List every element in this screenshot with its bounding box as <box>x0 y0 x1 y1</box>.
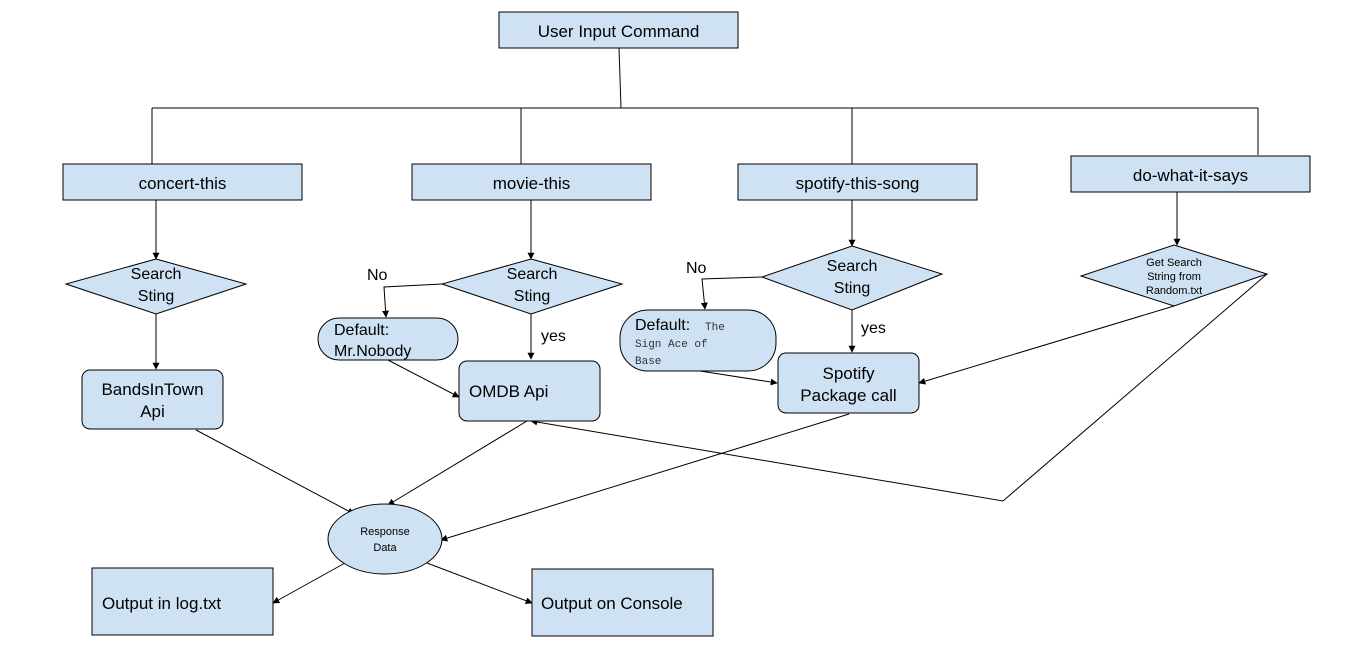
spotify-call-node: Spotify Package call <box>777 352 920 414</box>
default-spotify-node: Default: The Sign Ace of Base <box>619 309 777 372</box>
default-movie-node: Default: Mr.Nobody <box>317 317 459 361</box>
default-spotify-box <box>619 309 777 372</box>
spotify-call-label-2: Package call <box>800 386 896 405</box>
response-data-node: Response Data <box>327 503 443 575</box>
connector-user-input-down <box>618 47 622 109</box>
concert-this-box <box>62 163 303 201</box>
arrow-movie-no-default <box>382 283 443 318</box>
movie-this-label: movie-this <box>493 174 570 193</box>
arrow-default-to-omdb <box>387 359 460 398</box>
concert-this-label: concert-this <box>139 174 227 193</box>
get-search-string-label-3: Random.txt <box>1146 285 1202 297</box>
search-spotify-label-2: Sting <box>834 280 870 297</box>
arrow-default-to-spotify-call <box>699 370 778 386</box>
bandsintown-label-1: BandsInTown <box>101 380 203 399</box>
search-spotify-decision: Search Sting <box>760 245 944 311</box>
search-concert-decision: Search Sting <box>64 258 248 315</box>
arrow-spotify-call-to-response <box>440 413 850 542</box>
search-concert-diamond <box>64 258 248 315</box>
arrow-spotify-no-default <box>700 276 763 310</box>
get-search-string-diamond <box>1079 244 1269 307</box>
arrow-response-to-log <box>272 562 346 604</box>
spotify-yes-label: yes <box>861 320 886 337</box>
search-concert-label-1: Search <box>131 266 182 283</box>
output-console-node: Output on Console <box>531 568 714 637</box>
default-movie-box <box>317 317 459 361</box>
default-spotify-value-3: Base <box>635 356 661 368</box>
omdb-box <box>458 360 601 422</box>
search-concert-label-2: Sting <box>138 288 174 305</box>
spotify-this-song-label: spotify-this-song <box>796 174 920 193</box>
arrow-get-string-to-omdb <box>530 273 1268 502</box>
search-spotify-label-1: Search <box>827 258 878 275</box>
arrow-bandsintown-to-response <box>195 429 355 515</box>
omdb-node: OMDB Api <box>458 360 601 422</box>
bandsintown-box <box>81 369 224 430</box>
movie-this-node: movie-this <box>411 163 652 201</box>
movie-this-box <box>411 163 652 201</box>
bandsintown-label-2: Api <box>140 402 165 421</box>
arrow-get-string-to-spotify-call <box>918 305 1175 385</box>
output-log-node: Output in log.txt <box>91 567 274 636</box>
user-input-label: User Input Command <box>538 22 700 41</box>
user-input-node: User Input Command <box>498 11 739 49</box>
response-data-ellipse <box>327 503 443 575</box>
output-log-box <box>91 567 274 636</box>
spotify-call-label-1: Spotify <box>823 364 875 383</box>
movie-no-label: No <box>367 267 388 284</box>
bandsintown-node: BandsInTown Api <box>81 369 224 430</box>
spotify-this-song-node: spotify-this-song <box>737 163 978 201</box>
do-what-it-says-label: do-what-it-says <box>1133 166 1248 185</box>
default-spotify-value-2: Sign Ace of <box>635 339 708 351</box>
search-movie-decision: Search Sting <box>440 258 624 315</box>
response-data-label-1: Response <box>360 526 410 538</box>
arrow-omdb-to-response <box>387 420 528 506</box>
output-console-box <box>531 568 714 637</box>
spotify-call-box <box>777 352 920 414</box>
default-spotify-value-1: The <box>705 322 725 334</box>
movie-yes-label: yes <box>541 328 566 345</box>
search-spotify-diamond <box>760 245 944 311</box>
response-data-label-2: Data <box>373 542 397 554</box>
spotify-this-song-box <box>737 163 978 201</box>
default-spotify-label: Default: <box>635 317 690 334</box>
connectors <box>151 47 1268 605</box>
default-movie-label-2: Mr.Nobody <box>334 343 411 360</box>
get-search-string-decision: Get Search String from Random.txt <box>1079 244 1269 307</box>
spotify-no-label: No <box>686 260 707 277</box>
default-movie-label-1: Default: <box>334 322 389 339</box>
concert-this-node: concert-this <box>62 163 303 201</box>
get-search-string-label-2: String from <box>1147 271 1201 283</box>
get-search-string-label-1: Get Search <box>1146 257 1202 269</box>
arrow-response-to-console <box>426 562 533 605</box>
output-console-label: Output on Console <box>541 594 683 613</box>
output-log-label: Output in log.txt <box>102 594 221 613</box>
search-movie-label-2: Sting <box>514 288 550 305</box>
omdb-label: OMDB Api <box>469 382 548 401</box>
search-movie-label-1: Search <box>507 266 558 283</box>
do-what-it-says-node: do-what-it-says <box>1070 155 1311 193</box>
user-input-box <box>498 11 739 49</box>
do-what-it-says-box <box>1070 155 1311 193</box>
search-movie-diamond <box>440 258 624 315</box>
